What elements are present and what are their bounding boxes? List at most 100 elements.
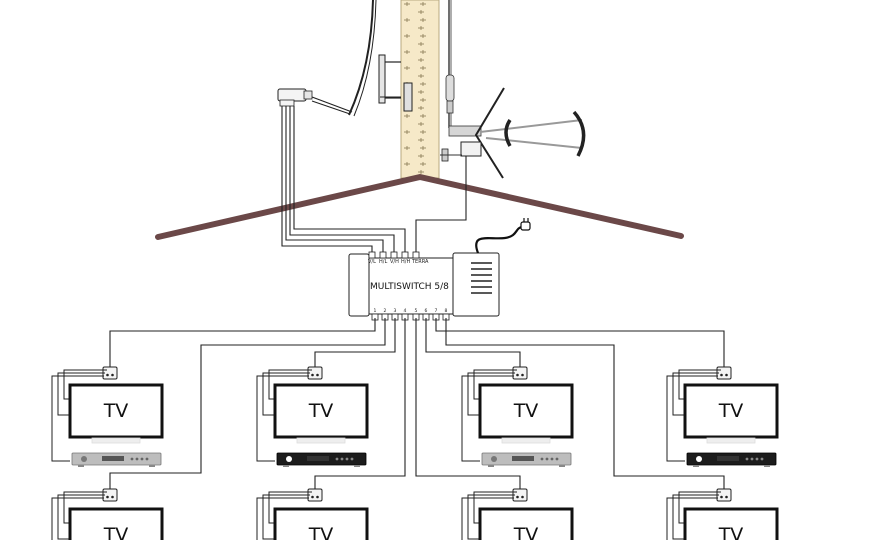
output-cables	[109, 318, 725, 492]
receiver-display	[512, 456, 534, 461]
tv-icon	[68, 507, 164, 540]
local-cables	[461, 491, 517, 540]
tv-label: TV	[513, 524, 539, 540]
outlet-port	[720, 373, 723, 377]
input-connector	[379, 251, 387, 259]
wall-outlet-icon	[102, 366, 118, 380]
receiver-button	[340, 457, 344, 461]
input-label: H/H	[401, 259, 410, 265]
receiver-button	[145, 457, 149, 461]
receiver-button	[545, 457, 549, 461]
satellite-dish-icon	[311, 0, 413, 117]
receiver-power-button	[491, 456, 497, 462]
receiver-foot	[488, 465, 494, 467]
output-number: 4	[404, 308, 407, 314]
receiver-foot	[149, 465, 155, 467]
wall-outlet-icon	[512, 366, 528, 380]
receiver-button	[760, 457, 764, 461]
power-supply-icon	[452, 225, 523, 317]
output-number: 2	[384, 308, 387, 314]
tv-label: TV	[308, 524, 334, 540]
receiver-foot	[354, 465, 360, 467]
tv-icon	[683, 383, 779, 439]
receiver-foot	[764, 465, 770, 467]
local-cables	[256, 491, 312, 540]
outlet-port	[516, 373, 519, 377]
outlet-port	[720, 495, 723, 499]
room-unit: TV	[461, 488, 574, 540]
outlet-port	[521, 373, 524, 377]
tv-label: TV	[103, 400, 129, 422]
receiver-foot	[693, 465, 699, 467]
local-cables	[51, 491, 107, 540]
output-number: 1	[374, 308, 377, 314]
output-number: 8	[445, 308, 448, 314]
input-label: V/H	[390, 259, 399, 265]
tv-stand	[501, 437, 551, 444]
input-cables	[281, 106, 467, 255]
local-cables	[666, 369, 721, 462]
receiver-power-button	[696, 456, 702, 462]
receiver-button	[550, 457, 554, 461]
tv-icon	[273, 383, 369, 439]
receiver-display	[307, 456, 329, 461]
room-unit: TV	[256, 488, 369, 540]
receiver-display	[717, 456, 739, 461]
outlet-port	[516, 495, 519, 499]
outlet-port	[725, 495, 728, 499]
tv-icon	[683, 507, 779, 540]
receiver-display	[102, 456, 124, 461]
outlet-port	[106, 373, 109, 377]
output-number: 6	[425, 308, 428, 314]
receiver-button	[750, 457, 754, 461]
outlet-port	[311, 373, 314, 377]
input-connector	[401, 251, 409, 259]
tv-label: TV	[718, 524, 744, 540]
receiver-foot	[559, 465, 565, 467]
power-plug-icon	[520, 218, 531, 231]
tv-label: TV	[103, 524, 129, 540]
input-connector	[390, 251, 398, 259]
wall-outlet-icon	[102, 488, 118, 502]
input-connector	[412, 251, 420, 259]
receiver-button	[130, 457, 134, 461]
outlet-port	[316, 373, 319, 377]
receiver-button	[350, 457, 354, 461]
wall-outlet-icon	[716, 366, 732, 380]
tv-label: TV	[513, 400, 539, 422]
tv-icon	[478, 383, 574, 439]
wall-outlet-icon	[512, 488, 528, 502]
multiswitch-label: MULTISWITCH 5/8	[370, 282, 449, 292]
receiver-power-button	[81, 456, 87, 462]
outlet-port	[106, 495, 109, 499]
local-cables	[256, 369, 312, 462]
tv-stand	[296, 437, 346, 444]
room-unit: TV	[666, 366, 779, 467]
outlet-port	[111, 495, 114, 499]
tv-stand	[706, 437, 756, 444]
room-unit: TV	[461, 366, 574, 467]
input-connector	[368, 251, 376, 259]
tv-label: TV	[308, 400, 334, 422]
roof	[155, 174, 684, 240]
local-cables	[666, 491, 721, 540]
tv-icon	[273, 507, 369, 540]
receiver-button	[140, 457, 144, 461]
lnb-icon	[277, 88, 313, 107]
room-unit: TV	[256, 366, 369, 467]
receiver-button	[540, 457, 544, 461]
receiver-button	[345, 457, 349, 461]
receiver-button	[335, 457, 339, 461]
room-unit: TV	[51, 366, 164, 467]
output-number: 3	[394, 308, 397, 314]
output-number: 7	[435, 308, 438, 314]
room-unit: TV	[666, 488, 779, 540]
input-label: V/L	[368, 259, 376, 265]
outlet-port	[316, 495, 319, 499]
receiver-button	[135, 457, 139, 461]
receiver-button	[745, 457, 749, 461]
outlet-port	[521, 495, 524, 499]
receiver-foot	[283, 465, 289, 467]
